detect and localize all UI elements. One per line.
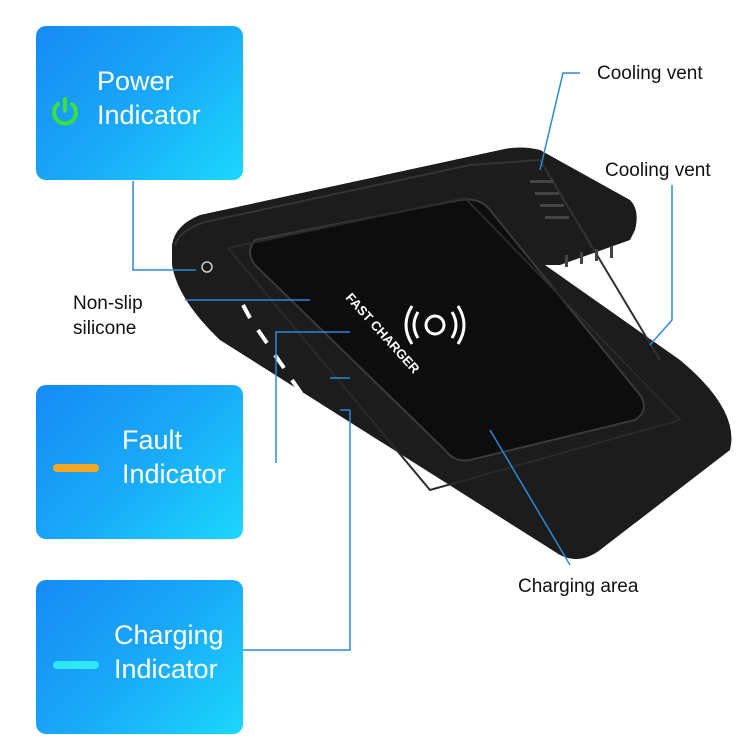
fault-led-icon [53, 464, 99, 472]
wireless-charge-icon [404, 305, 466, 345]
cooling-vent-top [530, 180, 569, 219]
callout-lines [132, 72, 673, 651]
charging-area-label: Charging area [518, 576, 639, 597]
power-button [201, 261, 213, 273]
cooling-vent-top-label: Cooling vent [597, 63, 703, 84]
cooling-vent-side [565, 246, 613, 267]
charging-led-icon [53, 661, 99, 669]
charging-area-pad [249, 198, 645, 462]
charger-top-edge [174, 158, 661, 361]
cooling-vent-side-label: Cooling vent [605, 160, 711, 181]
power-icon [52, 97, 78, 126]
